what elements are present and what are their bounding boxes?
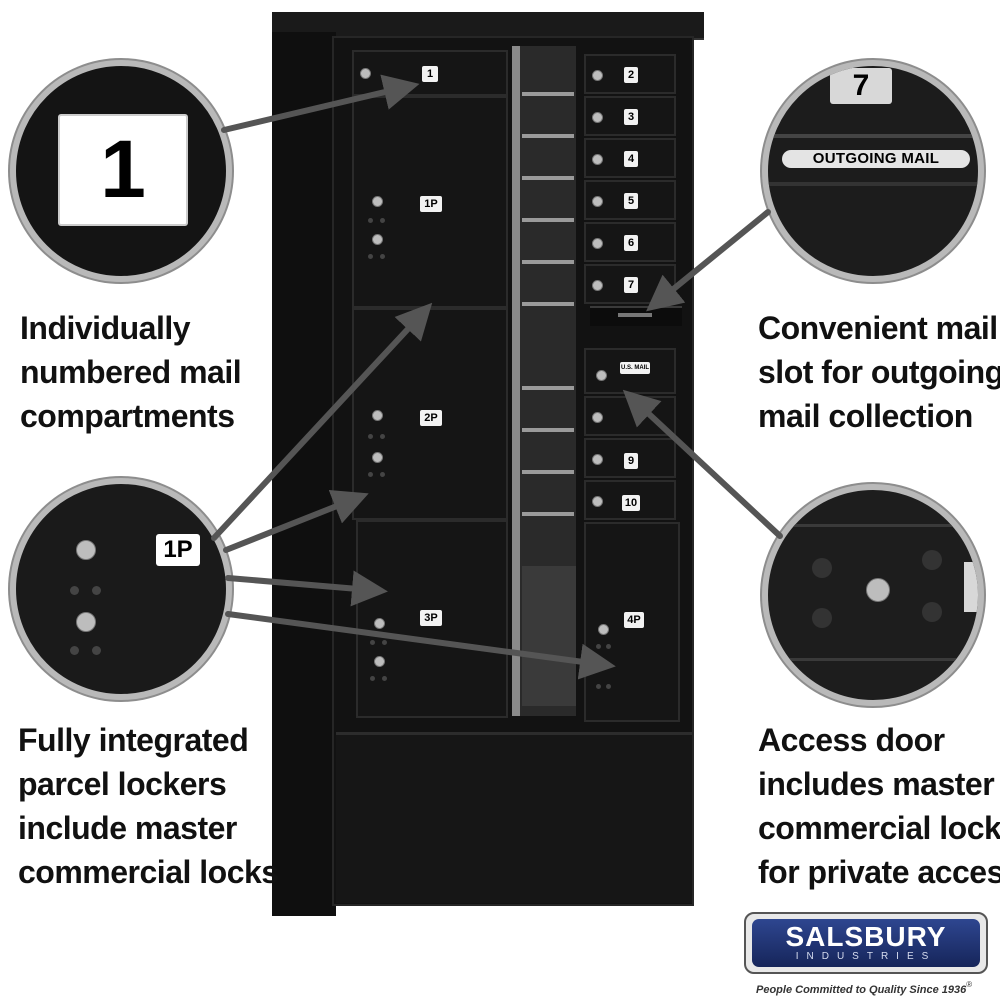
lock-icon (372, 410, 383, 421)
locker-number-tag: 1P (156, 534, 200, 566)
lock-icon (372, 452, 383, 463)
lock-icon (592, 280, 603, 291)
lock-icon (76, 612, 96, 632)
logo-sub: INDUSTRIES (795, 951, 937, 962)
compartment-number-tag: 3 (624, 109, 638, 125)
caption-numbered-compartments: Individually numbered mail compartments (20, 310, 242, 434)
logo-name: SALSBURY (785, 921, 947, 952)
parcel-locker-4p-door[interactable]: 4P (584, 522, 680, 722)
logo-tagline-row: People Committed to Quality Since 1936® (756, 980, 996, 998)
logo-tagline: People Committed to Quality Since 1936 (756, 984, 967, 996)
compartment-2-door[interactable]: 2 (584, 54, 676, 94)
compartment-7-door[interactable]: 7 (584, 264, 676, 304)
callout-numbered-compartment: 1 (10, 60, 232, 282)
compartment-number-tag: 4 (624, 151, 638, 167)
caption-access-door: Access door includes master commercial l… (758, 722, 1000, 890)
compartment-10-door[interactable]: 10 (584, 480, 676, 520)
lock-icon (592, 238, 603, 249)
lock-icon (360, 68, 371, 79)
lock-icon (598, 624, 609, 635)
compartment-1-door[interactable]: 1 (352, 50, 508, 96)
master-lock-icon (866, 578, 890, 602)
master-lock-icon (596, 370, 607, 381)
usps-label: U.S. MAIL (620, 362, 650, 374)
open-interior (512, 46, 576, 716)
compartment-number-tag: 1 (422, 66, 438, 82)
lock-icon (372, 196, 383, 207)
callout-parcel-locker: 1P (10, 478, 232, 700)
lock-icon (592, 70, 603, 81)
compartment-number-tag: 9 (624, 453, 638, 469)
parcel-locker-2p-door[interactable]: 2P (352, 308, 508, 520)
callout-outgoing-mail: 7 OUTGOING MAIL (762, 60, 984, 282)
lock-icon (372, 234, 383, 245)
compartment-8-door[interactable] (584, 396, 676, 436)
compartment-number-tag: 7 (624, 277, 638, 293)
caption-outgoing-mail-slot: Convenient mail slot for outgoing mail c… (758, 310, 1000, 434)
compartment-9-door[interactable]: 9 (584, 438, 676, 478)
lock-icon (76, 540, 96, 560)
lock-icon (592, 496, 603, 507)
lock-icon (374, 618, 385, 629)
lock-icon (592, 196, 603, 207)
locker-number-tag: 4P (624, 612, 644, 628)
lock-icon (592, 412, 603, 423)
lock-icon (592, 112, 603, 123)
parcel-locker-1p-door[interactable]: 1P (352, 96, 508, 308)
compartment-3-door[interactable]: 3 (584, 96, 676, 136)
compartment-number-tag: 2 (624, 67, 638, 83)
lock-icon (374, 656, 385, 667)
outgoing-mail-slot[interactable] (590, 306, 682, 326)
lock-icon (592, 154, 603, 165)
locker-number-tag: 2P (420, 410, 442, 426)
outgoing-mail-label: OUTGOING MAIL (782, 150, 970, 168)
caption-parcel-lockers: Fully integrated parcel lockers include … (18, 722, 279, 890)
compartment-number-tag: 1 (58, 114, 188, 226)
compartment-5-door[interactable]: 5 (584, 180, 676, 220)
master-access-door[interactable]: U.S. MAIL (584, 348, 676, 394)
compartment-4-door[interactable]: 4 (584, 138, 676, 178)
parcel-locker-3p-door[interactable]: 3P (356, 520, 508, 718)
lock-icon (592, 454, 603, 465)
compartment-number-tag: 10 (622, 495, 640, 511)
locker-number-tag: 1P (420, 196, 442, 212)
compartment-6-door[interactable]: 6 (584, 222, 676, 262)
cabinet-base (336, 732, 692, 903)
compartment-number-tag: 7 (830, 68, 892, 104)
locker-number-tag: 3P (420, 610, 442, 626)
cabinet-side (272, 32, 336, 916)
logo-registered-mark: ® (966, 980, 973, 989)
salsbury-logo: SALSBURY INDUSTRIES (744, 912, 988, 974)
compartment-number-tag: 5 (624, 193, 638, 209)
callout-master-lock (762, 484, 984, 706)
compartment-number-tag: 6 (624, 235, 638, 251)
logo-plate: SALSBURY INDUSTRIES (752, 919, 980, 967)
